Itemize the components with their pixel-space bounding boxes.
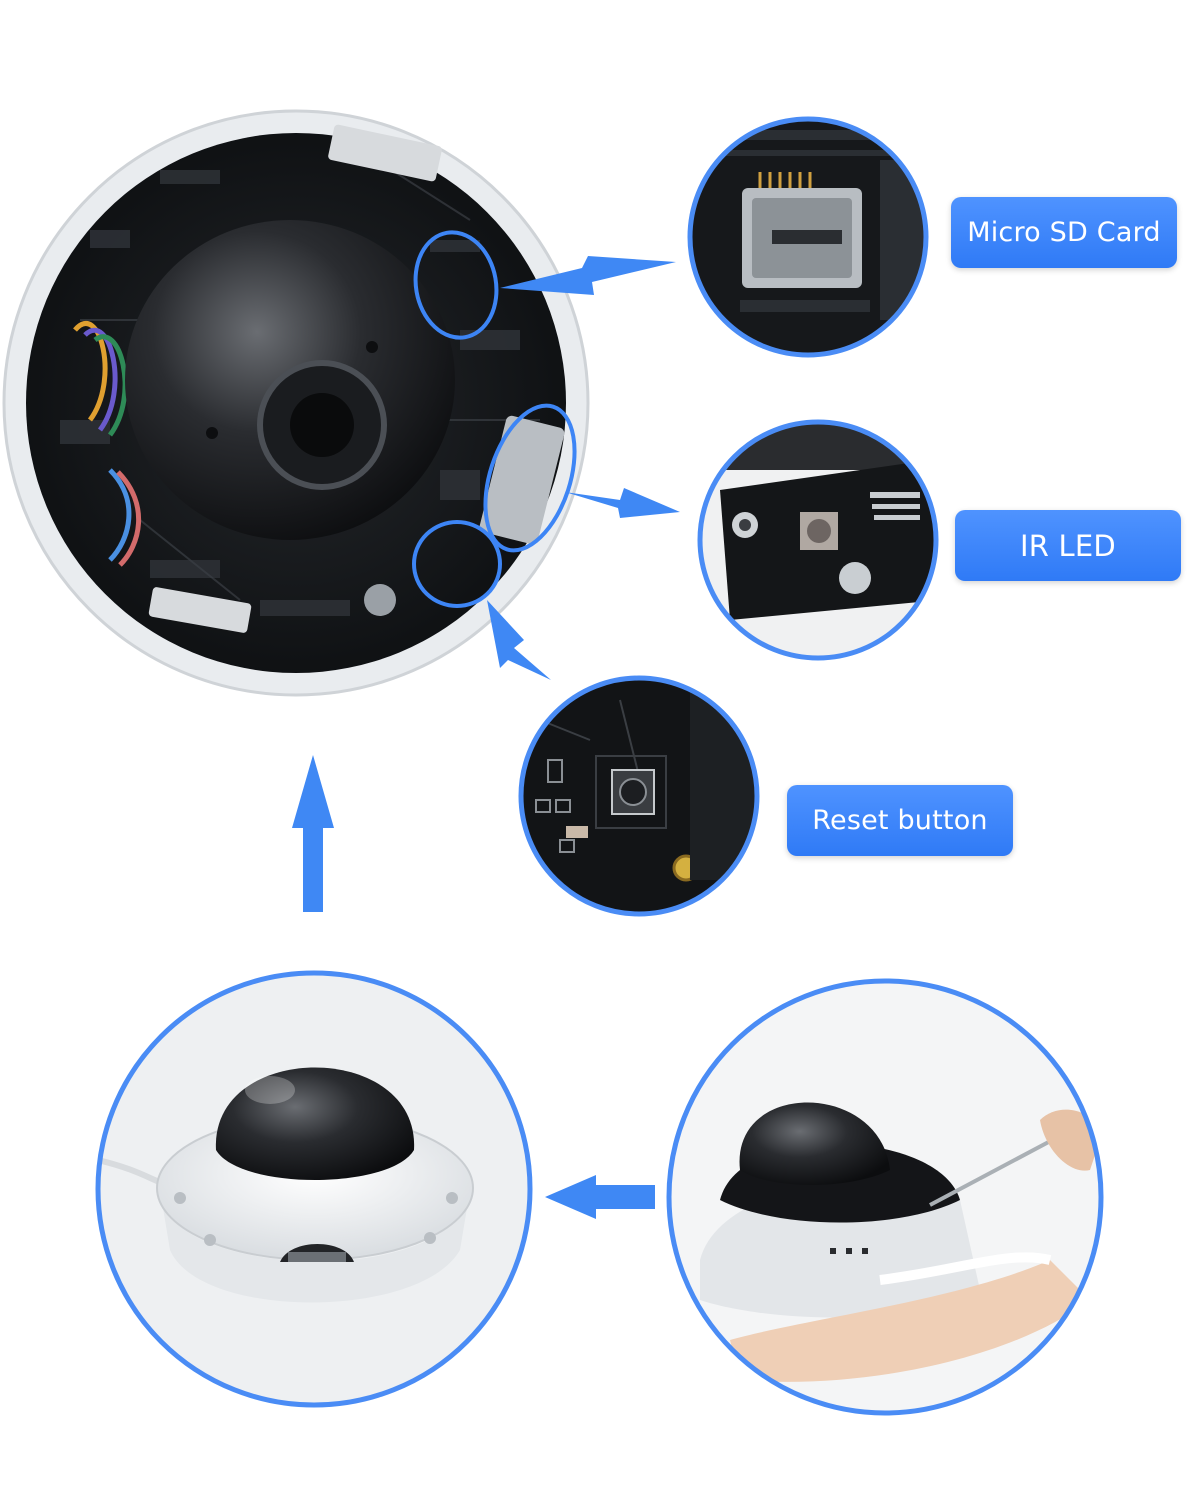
reset-button-closeup [518,675,760,917]
arrow-left-icon [545,1175,655,1219]
opening-camera-photo [666,978,1104,1416]
arrow-right-icon [565,488,680,518]
arrow-right-icon [487,600,551,680]
assembled-camera-photo [95,970,533,1408]
micro-sd-card-label: Micro SD Card [951,197,1177,268]
reset-button-label: Reset button [787,785,1013,856]
arrow-right-icon [500,256,676,295]
ir-led-label: IR LED [955,510,1181,581]
callout-arrows [487,256,680,680]
arrow-up-icon [292,755,334,912]
opened-camera-photo [2,109,590,697]
ir-led-closeup [697,419,939,661]
sd-card-closeup [687,116,929,358]
